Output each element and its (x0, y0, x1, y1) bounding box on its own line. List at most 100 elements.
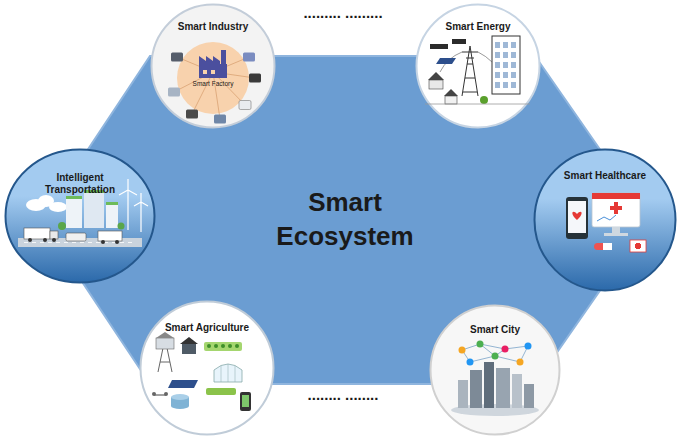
hexagon-shape (40, 55, 650, 385)
continuation-dots: ........ ........ (308, 386, 379, 403)
agriculture-art-part (156, 338, 174, 349)
agriculture-art-part (235, 344, 239, 348)
energy-art-part (430, 44, 448, 49)
transport-art-part (52, 238, 56, 242)
healthcare-art-part (603, 243, 612, 250)
agriculture-art-part (240, 392, 251, 411)
energy-art-part (503, 42, 508, 48)
circle-shape (4, 148, 156, 284)
agriculture-art-part (204, 342, 242, 351)
city-art-part (496, 368, 510, 408)
factory-art-part (214, 115, 226, 124)
healthcare-art-part (568, 201, 586, 233)
domain-circle: Smart Industry (150, 3, 276, 129)
city-art-part (502, 346, 509, 353)
energy-art-part (503, 52, 508, 58)
energy-art-part (495, 82, 500, 88)
factory-art-part (239, 101, 251, 110)
transport-art-part (24, 242, 136, 243)
domain-circle: Smart Agriculture (139, 300, 275, 436)
transport-art-part (101, 240, 105, 244)
energy-art-part (511, 82, 516, 88)
energy-art-part (503, 62, 508, 68)
factory-art-part (171, 53, 183, 62)
factory-art-part (177, 42, 249, 114)
agriculture-art-part (206, 388, 236, 395)
transport-art-part (58, 222, 66, 230)
energy-art-part (511, 42, 516, 48)
node-outline (535, 150, 676, 291)
energy-art-part (425, 104, 530, 105)
healthcare-art-part (614, 202, 618, 214)
domain-circle: Smart City (429, 304, 561, 436)
transport-art-part (106, 204, 118, 228)
continuation-dots: ......... ......... (303, 4, 382, 21)
city-art-part (492, 353, 499, 360)
transport-art-part (66, 198, 82, 228)
factory-art-part (203, 70, 207, 74)
hub-hexagon: Smart Ecosystem (40, 55, 650, 385)
agriculture-art-part (164, 392, 168, 396)
icon-caption: Smart Factory (193, 80, 234, 87)
circle-shape (533, 148, 677, 292)
domain-title: Intelligent Transportation (30, 172, 130, 196)
city-art-part (524, 384, 534, 408)
energy-art-part (480, 96, 488, 104)
domain-circle: Intelligent Transportation (4, 148, 156, 284)
healthcare-art-part (592, 193, 640, 199)
energy-art-part (495, 52, 500, 58)
transport-art-part (66, 233, 86, 241)
energy-art-part (503, 82, 508, 88)
energy-art-part (452, 39, 466, 44)
domain-title: Smart Agriculture (165, 322, 249, 334)
energy-art-part (511, 72, 516, 78)
city-art-part (512, 374, 522, 408)
transport-art-part (115, 240, 119, 244)
agriculture-art-part (242, 395, 249, 407)
factory-art-part (199, 64, 227, 78)
healthcare-art-part (594, 243, 612, 250)
hub-title: Smart Ecosystem (260, 186, 430, 254)
city-art-part (484, 362, 494, 408)
transport-art-part (84, 192, 104, 228)
energy-art-part (503, 72, 508, 78)
healthcare-art-part (636, 243, 640, 249)
domain-title: Smart Energy (445, 21, 510, 33)
factory-art-part (199, 56, 220, 64)
agriculture-art-part (168, 380, 198, 388)
node-outline (152, 5, 275, 128)
agriculture-art-part (221, 344, 225, 348)
healthcare-art-part (566, 197, 588, 239)
energy-art-part (429, 80, 443, 89)
transport-art-part (118, 223, 125, 230)
agriculture-art-part (182, 344, 196, 354)
healthcare-art-part (572, 212, 581, 220)
transport-art-part (28, 238, 32, 242)
factory-art-part (211, 70, 215, 74)
healthcare-art-part (592, 193, 640, 227)
factory-art-part (168, 88, 180, 97)
factory-art-part (249, 74, 261, 83)
healthcare-art-part (597, 215, 616, 221)
agriculture-art-part (214, 364, 242, 382)
agriculture-art-part (228, 344, 232, 348)
agriculture-art-part (214, 344, 218, 348)
domain-title: Smart City (470, 324, 520, 336)
energy-art-part (495, 42, 500, 48)
agriculture-art-part (171, 394, 189, 400)
node-outline (417, 5, 540, 128)
transport-art-part (98, 231, 122, 241)
node-outline (6, 150, 155, 283)
circle-shape (139, 300, 275, 436)
transport-art-part (66, 196, 82, 199)
node-outline (141, 302, 274, 435)
energy-art-part (495, 62, 500, 68)
domain-title: Smart Industry (178, 21, 249, 33)
node-outline (431, 306, 560, 435)
transport-art-part (106, 202, 118, 205)
transport-art-part (43, 238, 47, 242)
transport-art-part (50, 231, 58, 239)
healthcare-art-part (635, 244, 641, 248)
agriculture-art-part (152, 392, 156, 396)
